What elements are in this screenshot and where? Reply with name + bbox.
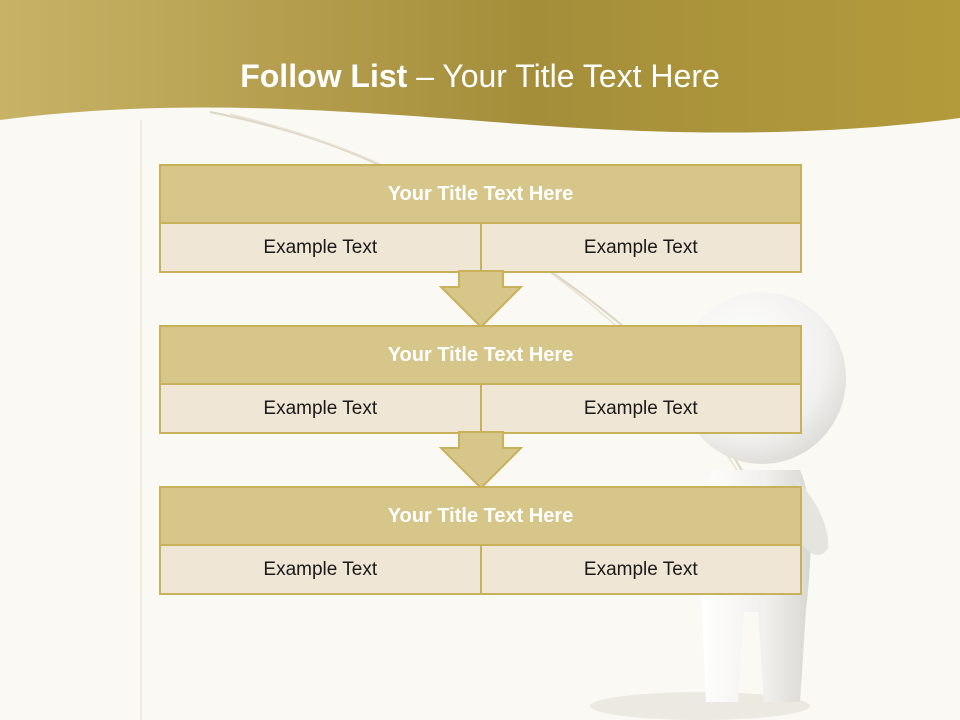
step-block-3: Your Title Text Here Example Text Exampl… [159, 486, 802, 595]
down-arrow-icon [439, 270, 523, 328]
page-title: Follow List – Your Title Text Here [0, 54, 960, 98]
step-row: Example Text Example Text [161, 224, 800, 271]
step-block-2: Your Title Text Here Example Text Exampl… [159, 325, 802, 434]
step-title: Your Title Text Here [161, 488, 800, 546]
header-band [0, 0, 960, 133]
step-cell-right: Example Text [479, 224, 801, 271]
down-arrow-icon [439, 431, 523, 489]
step-cell-right: Example Text [479, 546, 801, 593]
step-cell-left: Example Text [263, 397, 378, 419]
step-cell-left: Example Text [263, 236, 378, 258]
step-title: Your Title Text Here [161, 327, 800, 385]
step-row: Example Text Example Text [161, 546, 800, 593]
step-row: Example Text Example Text [161, 385, 800, 432]
step-title: Your Title Text Here [161, 166, 800, 224]
title-bold: Follow List [240, 58, 408, 94]
step-block-1: Your Title Text Here Example Text Exampl… [159, 164, 802, 273]
step-cell-left: Example Text [263, 558, 378, 580]
step-cell-right: Example Text [479, 385, 801, 432]
title-rest: – Your Title Text Here [407, 58, 720, 94]
